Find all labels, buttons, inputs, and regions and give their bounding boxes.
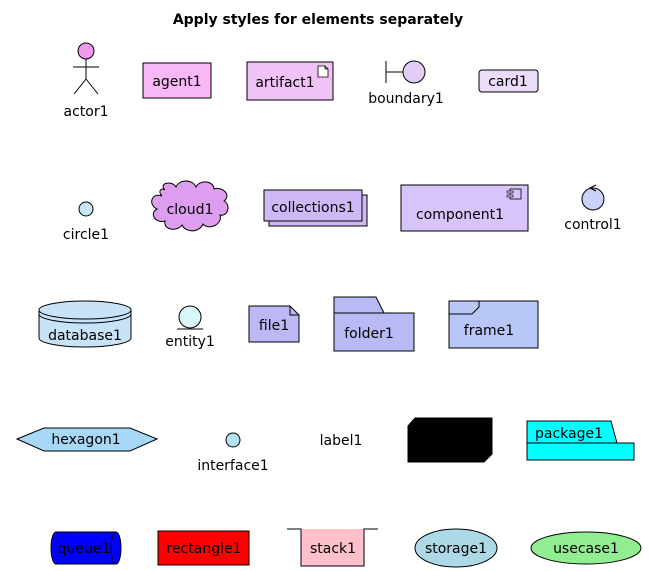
hexagon-shape (15, 427, 159, 452)
entity-circle (178, 305, 202, 329)
stack-node[interactable]: stack1 (287, 528, 378, 567)
component-label: component1 (416, 207, 504, 223)
interface-node[interactable]: interface1 (197, 432, 269, 474)
file-node[interactable]: file1 (248, 305, 300, 343)
folder-node[interactable]: folder1 (333, 296, 415, 352)
card-label: card1 (488, 74, 528, 90)
circle-label: circle1 (63, 227, 109, 243)
label-node[interactable]: label1 (320, 433, 363, 449)
queue-label: queue1 (58, 541, 111, 557)
usecase-shape (530, 531, 642, 565)
entity-label: entity1 (165, 334, 215, 350)
label-text: label1 (320, 433, 363, 449)
actor-right-leg (85, 78, 99, 95)
component-icon-tab-top (506, 190, 514, 194)
cloud-label: cloud1 (167, 202, 214, 218)
stack-walls (300, 529, 365, 567)
actor-node[interactable]: actor1 (64, 42, 109, 120)
circle-node[interactable]: circle1 (63, 201, 109, 243)
boundary-circle (402, 60, 426, 84)
cloud-shape (151, 180, 229, 232)
interface-circle (225, 432, 241, 448)
file-fold (289, 306, 299, 316)
control-node[interactable]: control1 (564, 184, 622, 233)
storage-shape (414, 528, 498, 568)
card-box (478, 69, 539, 93)
folder-shape (333, 296, 415, 352)
frame-label: frame1 (464, 323, 514, 339)
artifact-label: artifact1 (255, 75, 314, 91)
diagram-title: Apply styles for elements separately (173, 12, 463, 28)
package-label: package1 (535, 426, 603, 442)
stack-label: stack1 (310, 541, 356, 557)
usecase-label: usecase1 (553, 541, 619, 557)
entity-node[interactable]: entity1 (165, 305, 215, 350)
card-node[interactable]: card1 (478, 69, 539, 93)
actor-label: actor1 (64, 104, 109, 120)
agent-label: agent1 (152, 74, 201, 90)
package-node[interactable]: package1 (526, 420, 635, 461)
database-node[interactable]: database1 (38, 300, 132, 348)
collections-node[interactable]: collections1 (263, 189, 368, 227)
frame-box (448, 300, 539, 349)
control-circle (581, 187, 605, 211)
frame-node[interactable]: frame1 (448, 300, 539, 349)
boundary-label: boundary1 (368, 91, 444, 107)
usecase-node[interactable]: usecase1 (530, 531, 642, 565)
file-shape (248, 305, 300, 343)
agent-node[interactable]: agent1 (142, 62, 212, 99)
agent-box (142, 62, 212, 99)
stack-fill (301, 529, 364, 566)
circle-shape (78, 201, 94, 217)
rectangle-label: rectangle1 (167, 541, 242, 557)
queue-end (110, 531, 117, 565)
actor-head (77, 42, 95, 60)
cloud-node[interactable]: cloud1 (151, 180, 229, 232)
queue-node[interactable]: queue1 (50, 531, 122, 565)
collections-front-box (263, 189, 363, 222)
database-top (38, 300, 132, 320)
card-black-shape (407, 417, 493, 463)
frame-tab (449, 301, 480, 315)
component-icon-tab-bottom (506, 194, 514, 198)
rectangle-box (157, 530, 250, 566)
boundary-node[interactable]: boundary1 (368, 60, 444, 107)
folder-label: folder1 (344, 326, 394, 342)
rectangle-node[interactable]: rectangle1 (157, 530, 250, 566)
package-shape (526, 420, 635, 461)
database-label: database1 (48, 328, 122, 344)
interface-label: interface1 (197, 458, 268, 474)
artifact-icon (317, 65, 329, 78)
control-label: control1 (564, 217, 621, 233)
file-label: file1 (259, 318, 289, 334)
storage-node[interactable]: storage1 (414, 528, 498, 568)
database-body (38, 310, 132, 348)
hexagon-label: hexagon1 (51, 432, 120, 448)
storage-label: storage1 (425, 541, 487, 557)
actor-left-leg (73, 78, 87, 95)
component-icon (509, 188, 522, 200)
collections-label: collections1 (271, 200, 354, 216)
database-rim (38, 313, 132, 324)
component-node[interactable]: component1 (400, 184, 529, 232)
hexagon-node[interactable]: hexagon1 (15, 427, 159, 452)
artifact-node[interactable]: artifact1 (246, 61, 334, 101)
control-arrow (588, 184, 597, 192)
card-black-node[interactable] (407, 417, 493, 463)
